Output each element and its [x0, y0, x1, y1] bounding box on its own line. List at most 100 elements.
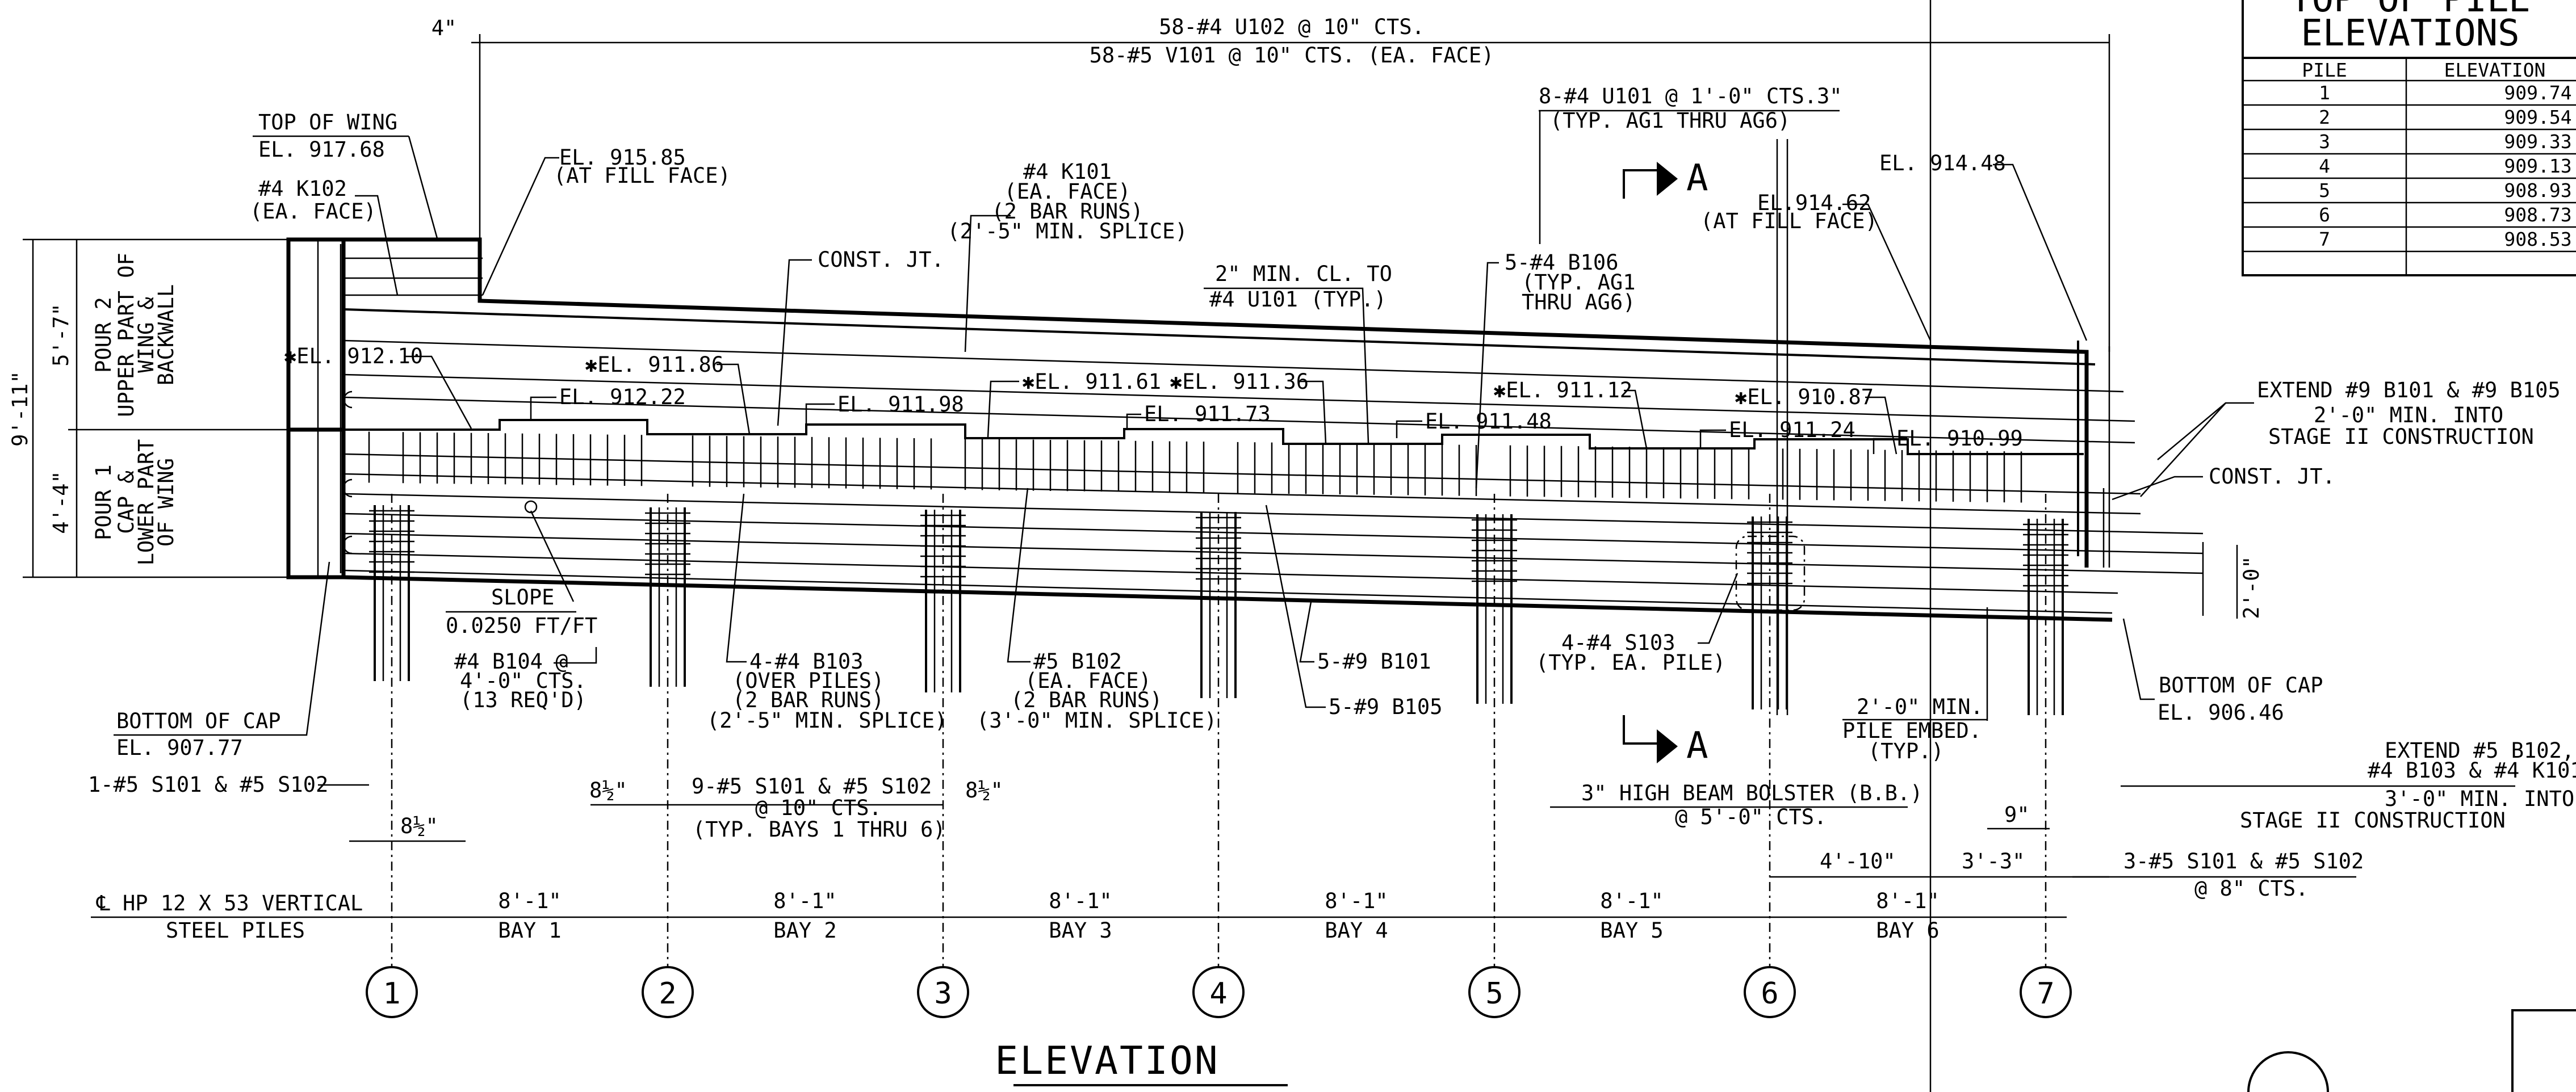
table-elevation-cell: 909.74: [2504, 82, 2571, 104]
el-91087: ✱EL. 910.87: [1735, 385, 1874, 409]
table-pile-cell: 7: [2319, 228, 2330, 250]
u101-note-2: (TYP. AG1 THRU AG6): [1550, 108, 1790, 133]
top-note-2: 58-#5 V101 @ 10" CTS. (EA. FACE): [1090, 43, 1494, 68]
top-of-wing-2: EL. 917.68: [258, 137, 385, 162]
d812-3: 8½": [965, 778, 1003, 803]
table-elevation-cell: 908.73: [2504, 204, 2571, 226]
el-91448: EL. 914.48: [1879, 151, 2006, 175]
table-pile-cell: 3: [2319, 131, 2330, 153]
title-block-partial: [2511, 1009, 2576, 1092]
pile-bubble-1: [366, 966, 418, 1018]
pile-bubble-3: [917, 966, 969, 1018]
table-pile-cell: 1: [2319, 82, 2330, 104]
pour1-b: LOWER PART: [134, 439, 158, 566]
extend5-1: EXTEND #5 B102,: [2385, 738, 2574, 763]
table-title-1: TOP OF PILE: [2290, 0, 2531, 20]
u101-dim: 3": [1817, 84, 1842, 108]
pour1-c: OF WING: [154, 458, 178, 547]
backwall-top-outline: [344, 237, 2089, 568]
pile-bubble-label: 4: [1209, 977, 1227, 1011]
k101-2: (EA. FACE): [1004, 179, 1131, 204]
bay-name: BAY 1: [498, 918, 561, 943]
table-col-pile: PILE: [2302, 59, 2347, 81]
s103-1: 4-#4 S103: [1561, 631, 1675, 655]
pile-bubble-6: [1744, 966, 1796, 1018]
b102-4: (3'-0" MIN. SPLICE): [977, 708, 1217, 733]
k102-2: (EA. FACE): [250, 199, 376, 224]
bay-name: BAY 4: [1325, 918, 1388, 943]
pile-bubble-2: [642, 966, 694, 1018]
d812-1: 8½": [400, 814, 438, 838]
pour1: POUR 1: [91, 464, 116, 540]
embed-2: PILE EMBED.: [1842, 719, 1982, 743]
pour1-a: CAP &: [114, 471, 139, 534]
bay-dim: 8'-1": [773, 889, 836, 913]
b103-4: (2'-5" MIN. SPLICE): [707, 708, 947, 733]
bolster-1: 3" HIGH BEAM BOLSTER (B.B.): [1581, 781, 1922, 805]
pile-bubble-label: 2: [659, 977, 676, 1011]
bottom-of-cap: [343, 575, 2113, 622]
s101-right-2: @ 8" CTS.: [2194, 876, 2308, 901]
slope-2: 0.0250 FT/FT: [446, 614, 597, 638]
el-91099: EL. 910.99: [1896, 426, 2023, 451]
extend9-2: 2'-0" MIN. INTO: [2314, 403, 2503, 427]
table-col-elevation: ELEVATION: [2444, 59, 2546, 81]
pour2-c: BACKWALL: [154, 284, 178, 385]
el-91462-2: (AT FILL FACE): [1700, 209, 1878, 233]
k101-3: (2 BAR RUNS): [991, 199, 1143, 224]
pile: [1196, 512, 1241, 698]
cl-2: #4 U101 (TYP.): [1209, 287, 1387, 312]
s101-mid-1: 9-#5 S101 & #5 S102: [692, 774, 932, 799]
dim-410: 4'-10": [1820, 849, 1896, 873]
pile-bubble-7: [2020, 966, 2072, 1018]
dim-33: 3'-3": [1962, 849, 2025, 873]
dim-total: 9'-11": [8, 371, 32, 447]
top-dim-left: 4": [432, 16, 457, 40]
b101: 5-#9 B101: [1317, 649, 1431, 674]
el-91210: ✱EL. 912.10: [284, 344, 423, 368]
table-elevation-cell: 909.33: [2504, 131, 2571, 153]
el-91585-1: EL. 915.85: [559, 145, 686, 170]
k101-4: (2'-5" MIN. SPLICE): [947, 219, 1187, 243]
extend5-3: 3'-0" MIN. INTO: [2385, 787, 2574, 811]
stirrup-ticks: [368, 431, 2022, 503]
el-91186: ✱EL. 911.86: [585, 352, 724, 377]
b102-3: (2 BAR RUNS): [1011, 688, 1162, 712]
bay-name: BAY 2: [773, 918, 836, 943]
annotations: 4" 58-#4 U102 @ 10" CTS. 58-#5 V101 @ 10…: [8, 0, 2576, 1092]
bay-name: BAY 6: [1876, 918, 1939, 943]
el-91173: EL. 911.73: [1144, 402, 1271, 426]
el-91161: ✱EL. 911.61: [1022, 369, 1161, 394]
construction-joint: [344, 419, 2084, 455]
pile-bubble-label: 1: [383, 977, 400, 1011]
pour2-b: WING &: [134, 296, 158, 372]
bay-name: BAY 3: [1049, 918, 1112, 943]
el-91462-1: EL.914.62: [1757, 191, 1871, 215]
extend9-1: EXTEND #9 B101 & #9 B105: [2257, 378, 2561, 402]
dim-upper: 5'-7": [49, 303, 73, 366]
wing-end-block: [286, 237, 346, 579]
bay-dim: 8'-1": [1876, 889, 1939, 913]
bot-cap-l-1: BOTTOM OF CAP: [116, 709, 281, 733]
el-91124: EL. 911.24: [1729, 418, 1855, 442]
table-elevation-cell: 908.53: [2504, 228, 2571, 250]
b104-2: 4'-0" CTS.: [460, 669, 587, 693]
u101-note-1: 8-#4 U101 @ 1'-0" CTS.: [1539, 84, 1817, 108]
pile-bubble-4: [1192, 966, 1245, 1018]
table-pile-cell: 4: [2319, 155, 2330, 177]
el-91148: EL. 911.48: [1425, 409, 1552, 434]
dim-lower: 4'-4": [49, 471, 73, 534]
bot-cap-r-2: EL. 906.46: [2158, 700, 2284, 725]
section-symbol-partial: [2247, 1051, 2329, 1092]
pile-bubble-label: 5: [1485, 977, 1503, 1011]
b104-3: (13 REQ'D): [460, 688, 587, 712]
bay-dim: 8'-1": [1600, 889, 1663, 913]
dim-9in: 9": [2004, 803, 2030, 827]
pour2: POUR 2: [91, 297, 116, 373]
pile-bubble-label: 7: [2037, 977, 2054, 1011]
extend9-3: STAGE II CONSTRUCTION: [2268, 425, 2534, 449]
s101-right-1: 3-#5 S101 & #5 S102: [2123, 849, 2364, 873]
s101-mid-2: @ 10" CTS.: [755, 796, 882, 820]
pile-bubble-label: 3: [934, 977, 952, 1011]
